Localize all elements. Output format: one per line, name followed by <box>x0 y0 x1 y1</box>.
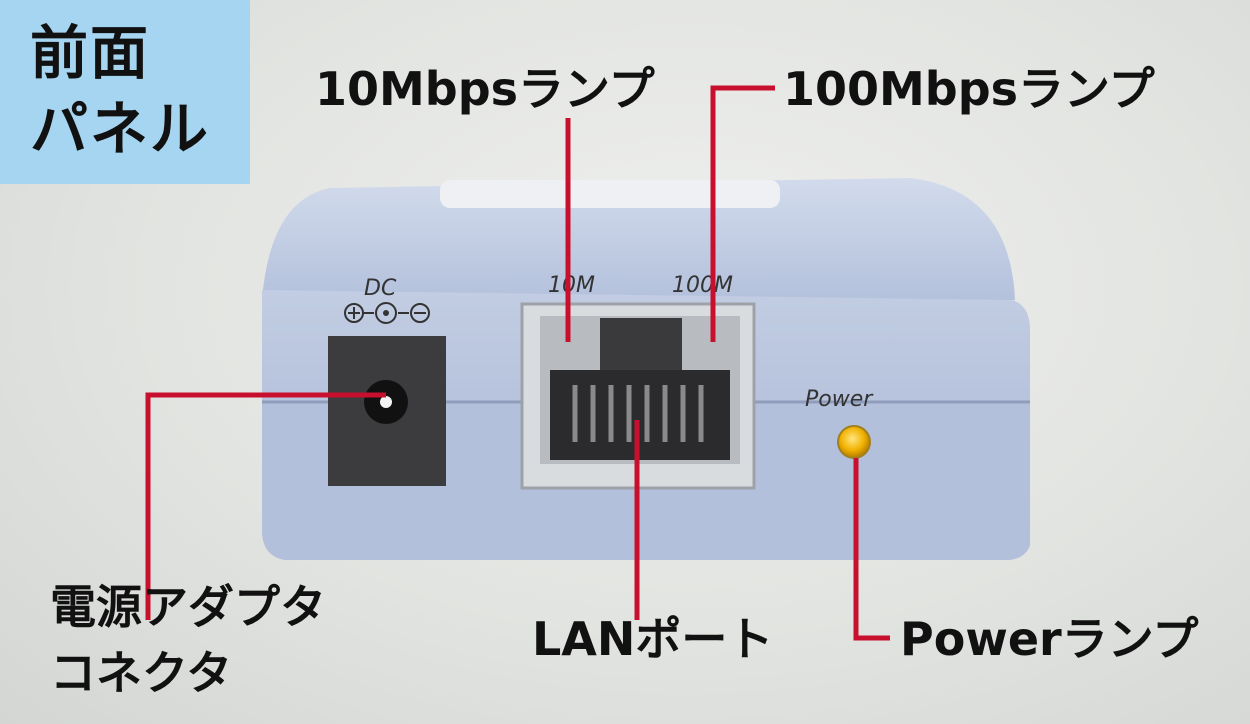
callout-adapter-line1: 電源アダプタ <box>50 580 326 634</box>
dc-label: DC <box>364 276 397 301</box>
device-top <box>262 178 1015 300</box>
callout-adapter-line2: コネクタ <box>50 646 233 700</box>
power-label: Power <box>805 387 874 412</box>
callout-10m-lamp: 10Mbpsランプ <box>315 62 655 116</box>
lan-port-contacts <box>572 385 704 442</box>
panel-title-line2: パネル <box>30 95 211 163</box>
power-led <box>837 425 871 459</box>
panel-title-box: 前面 パネル <box>0 0 250 184</box>
panel-title-line1: 前面 <box>30 19 151 87</box>
callout-power-lamp: Powerランプ <box>900 612 1199 666</box>
m100-label: 100M <box>672 273 733 298</box>
m10-label: 10M <box>548 273 595 298</box>
leader-lines <box>145 85 890 641</box>
callout-lan-port: LANポート <box>532 612 774 666</box>
leader-dc <box>145 392 386 620</box>
leader-power <box>853 458 890 641</box>
leader-100m <box>710 85 775 342</box>
callout-100m-lamp: 100Mbpsランプ <box>783 62 1155 116</box>
top-label <box>440 180 780 208</box>
